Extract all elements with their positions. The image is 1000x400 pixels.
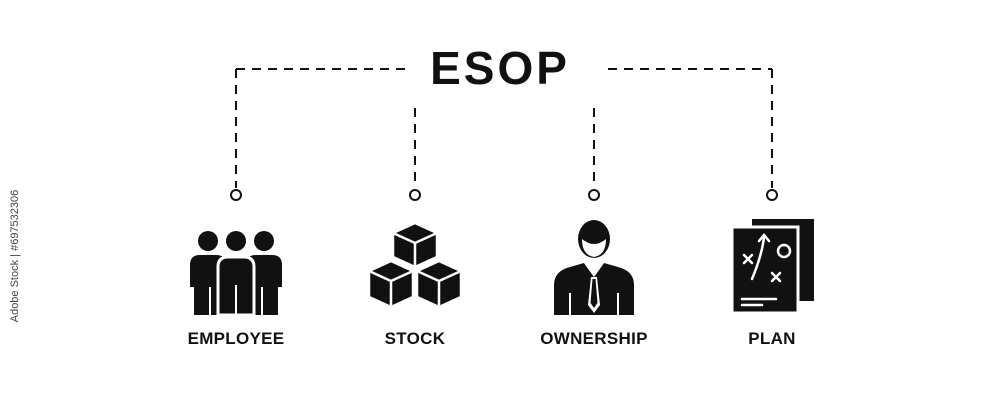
- stacked-boxes-icon: [367, 221, 463, 309]
- item-ownership: OWNERSHIP: [514, 215, 674, 349]
- item-label: OWNERSHIP: [540, 329, 648, 348]
- connector-employee: [235, 68, 405, 188]
- watermark-text: Adobe Stock | #697532306: [9, 189, 21, 323]
- item-label: PLAN: [748, 329, 796, 348]
- item-label: EMPLOYEE: [187, 329, 285, 348]
- item-label: STOCK: [384, 329, 446, 348]
- connector-node-employee: [230, 189, 242, 201]
- item-employee: EMPLOYEE: [156, 215, 316, 349]
- employees-group-icon: [190, 231, 282, 315]
- diagram-title: ESOP: [430, 42, 570, 94]
- businessman-icon: [554, 220, 634, 315]
- item-plan: PLAN: [692, 215, 852, 349]
- connector-node-stock: [409, 189, 421, 201]
- connector-node-plan: [766, 189, 778, 201]
- stock-watermark: Adobe Stock | #697532306: [0, 150, 21, 370]
- strategy-plan-icon: [730, 219, 814, 315]
- connector-plan: [608, 68, 773, 188]
- connector-node-ownership: [588, 189, 600, 201]
- item-stock: STOCK: [335, 215, 495, 349]
